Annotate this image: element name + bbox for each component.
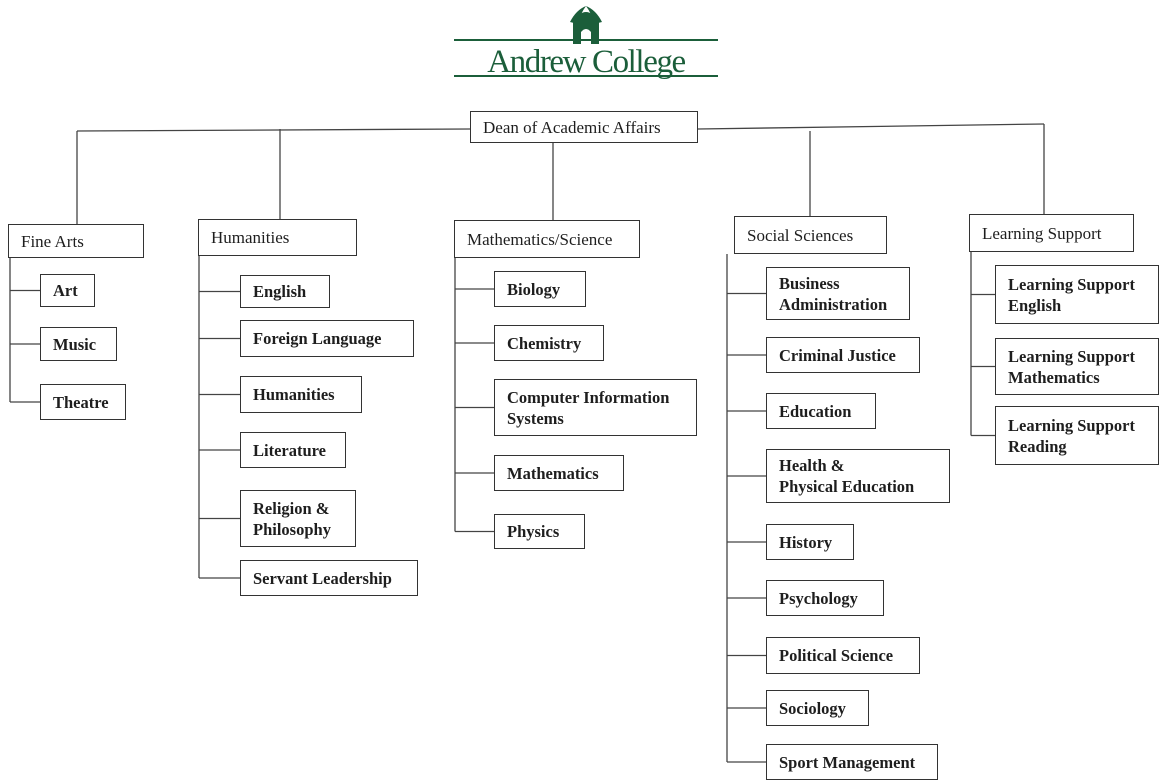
node-department-english: English	[240, 275, 330, 308]
node-department-psychology: Psychology	[766, 580, 884, 616]
node-department-religion-philosophy: Religion & Philosophy	[240, 490, 356, 547]
node-department-learning-support-english: Learning Support English	[995, 265, 1159, 324]
node-department-foreign-language: Foreign Language	[240, 320, 414, 357]
node-department-music: Music	[40, 327, 117, 361]
node-department-physics: Physics	[494, 514, 585, 549]
node-dean-of-academic-affairs: Dean of Academic Affairs	[470, 111, 698, 143]
college-logo: Andrew College	[450, 2, 722, 82]
node-department-history: History	[766, 524, 854, 560]
node-department-theatre: Theatre	[40, 384, 126, 420]
node-department-health-physical-education: Health & Physical Education	[766, 449, 950, 503]
bus-line-left	[76, 128, 471, 132]
node-division-mathematics-science: Mathematics/Science	[454, 220, 640, 258]
node-division-social-sciences: Social Sciences	[734, 216, 887, 254]
college-name: Andrew College	[487, 44, 686, 80]
node-department-learning-support-reading: Learning Support Reading	[995, 406, 1159, 465]
node-department-humanities: Humanities	[240, 376, 362, 413]
node-department-chemistry: Chemistry	[494, 325, 604, 361]
node-division-humanities: Humanities	[198, 219, 357, 256]
bus-line-right	[697, 123, 1045, 130]
node-department-political-science: Political Science	[766, 637, 920, 674]
node-department-biology: Biology	[494, 271, 586, 307]
node-department-learning-support-mathematics: Learning Support Mathematics	[995, 338, 1159, 395]
node-department-criminal-justice: Criminal Justice	[766, 337, 920, 373]
node-department-computer-information-systems: Computer Information Systems	[494, 379, 697, 436]
node-department-sport-management: Sport Management	[766, 744, 938, 780]
node-department-servant-leadership: Servant Leadership	[240, 560, 418, 596]
node-department-literature: Literature	[240, 432, 346, 468]
tower-emblem-icon	[454, 6, 718, 77]
node-department-mathematics: Mathematics	[494, 455, 624, 491]
node-department-sociology: Sociology	[766, 690, 869, 726]
node-department-education: Education	[766, 393, 876, 429]
node-department-art: Art	[40, 274, 95, 307]
node-division-fine-arts: Fine Arts	[8, 224, 144, 258]
node-division-learning-support: Learning Support	[969, 214, 1134, 252]
node-department-business-administration: Business Administration	[766, 267, 910, 320]
